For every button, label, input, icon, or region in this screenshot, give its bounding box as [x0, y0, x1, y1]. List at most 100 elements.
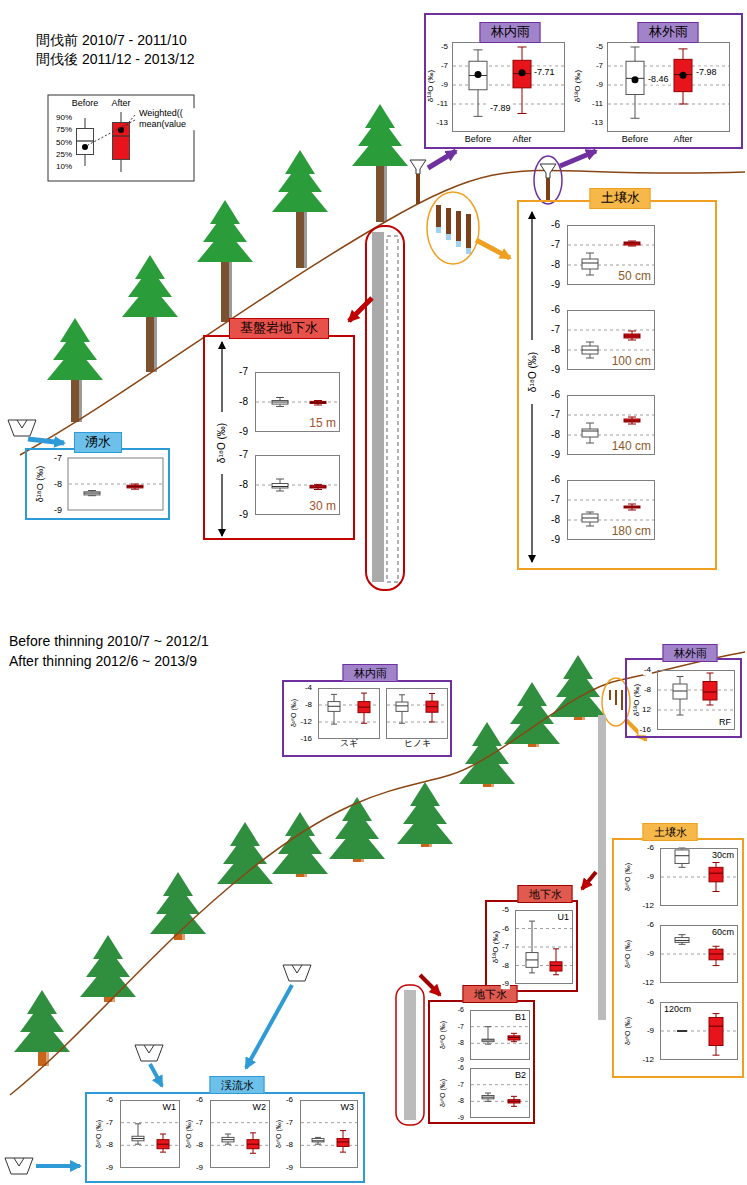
grid-line — [471, 1043, 529, 1044]
tree-crown — [230, 822, 260, 846]
heading-tab: 林外雨 — [663, 644, 718, 662]
whisker-cap — [529, 972, 535, 973]
text-label: -5 — [440, 42, 449, 52]
whisker-cap — [628, 424, 636, 425]
whisker-cap — [250, 1132, 256, 1133]
text-label: -12 — [641, 901, 655, 911]
box — [482, 1039, 494, 1042]
leader-line — [88, 120, 135, 145]
legend-swatch — [112, 122, 130, 160]
chart-label: W1 — [163, 1102, 177, 1113]
weir-symbol — [5, 1158, 33, 1174]
text-label: -9 — [646, 872, 655, 882]
whisker-cap — [225, 1144, 231, 1145]
box — [582, 346, 598, 354]
axis-arrow — [221, 342, 222, 412]
grid-line — [211, 1145, 269, 1146]
rain-gauge-pipe — [416, 174, 420, 204]
whisker-cap — [429, 693, 435, 694]
tree-crown — [342, 797, 372, 821]
box — [508, 1100, 520, 1103]
whisker-cap — [628, 246, 636, 247]
grid-line — [661, 877, 737, 878]
whisker-cap — [314, 400, 322, 401]
text-label: 50% — [55, 138, 73, 148]
box — [709, 1017, 723, 1045]
text-label: -6 — [285, 1095, 294, 1105]
axis-title: δ¹⁸O (‰) — [275, 1119, 283, 1149]
text-label: 25% — [55, 150, 73, 160]
median-line — [272, 486, 288, 487]
box — [358, 702, 370, 713]
text-label: -6 — [105, 1095, 114, 1105]
text-label: -4 — [304, 683, 313, 693]
text-label: -7 — [238, 366, 249, 378]
whisker-cap — [586, 526, 594, 527]
chart-frame — [68, 458, 163, 510]
chart-frame: 林内雨 — [452, 42, 565, 132]
median-line — [550, 965, 562, 966]
box — [709, 949, 723, 960]
mini-chart: 15 m — [255, 372, 340, 432]
grid-line — [69, 484, 162, 485]
median-line — [624, 243, 640, 244]
text-label: -7 — [550, 409, 561, 421]
whisker-cap — [586, 253, 594, 254]
text-label: -8 — [457, 1097, 465, 1105]
text-label: -6 — [646, 843, 655, 853]
grid-line — [661, 1031, 737, 1032]
mini-chart: RF — [657, 670, 735, 730]
whisker-cap — [511, 1033, 517, 1034]
grid-line — [516, 947, 572, 948]
text-label: -4 — [643, 665, 652, 675]
chart-label: RF — [719, 717, 731, 728]
median-line — [709, 873, 723, 874]
weir-symbol — [283, 965, 311, 981]
grid-line — [568, 265, 654, 266]
axis-title: δ¹⁸O (‰) — [624, 939, 632, 969]
text-label: -7 — [440, 61, 449, 71]
borehole — [598, 715, 606, 1020]
median-line — [703, 692, 717, 693]
grid-line — [568, 245, 654, 246]
median-line — [673, 691, 687, 692]
soil-sampler — [609, 690, 611, 700]
text-label: -7 — [550, 494, 561, 506]
text-label: Before — [621, 134, 650, 145]
text-label: -8 — [285, 1141, 294, 1151]
whisker-cap — [276, 479, 284, 480]
soil-sampler-tip — [436, 227, 441, 233]
text-label: -9 — [550, 364, 561, 376]
median-line — [582, 518, 598, 519]
tree-crown — [135, 255, 165, 279]
flow-arrow — [28, 439, 64, 443]
text-label: -5 — [595, 42, 604, 52]
median-line — [222, 1139, 234, 1140]
median-line — [482, 1097, 494, 1098]
axis-title: δ¹⁸O (‰) — [624, 862, 632, 892]
box — [582, 429, 598, 437]
whisker-cap — [628, 340, 636, 341]
axis-title: δ¹⁸O (‰) — [624, 1016, 632, 1046]
whisker-cap — [485, 1044, 491, 1045]
grid-line — [471, 1084, 529, 1085]
box — [247, 1140, 259, 1149]
median-line — [582, 350, 598, 351]
axis-title: δ¹⁸O (‰) — [95, 1119, 103, 1149]
text-label: -7 — [195, 1118, 204, 1128]
text-label: -16 — [638, 725, 652, 735]
median-line — [76, 140, 94, 141]
median-line — [112, 135, 130, 136]
mean-dot — [519, 69, 526, 76]
median-line — [709, 954, 723, 955]
whisker-cap — [679, 104, 688, 105]
whisker-cap — [631, 47, 640, 48]
whisker-cap — [511, 1096, 517, 1097]
chart-label: スギ — [340, 738, 358, 749]
grid-line — [319, 722, 379, 723]
text-label: -6 — [646, 997, 655, 1007]
tree-crown — [563, 655, 593, 679]
grid-line — [608, 104, 729, 105]
heading-tab: 地下水 — [518, 885, 573, 903]
